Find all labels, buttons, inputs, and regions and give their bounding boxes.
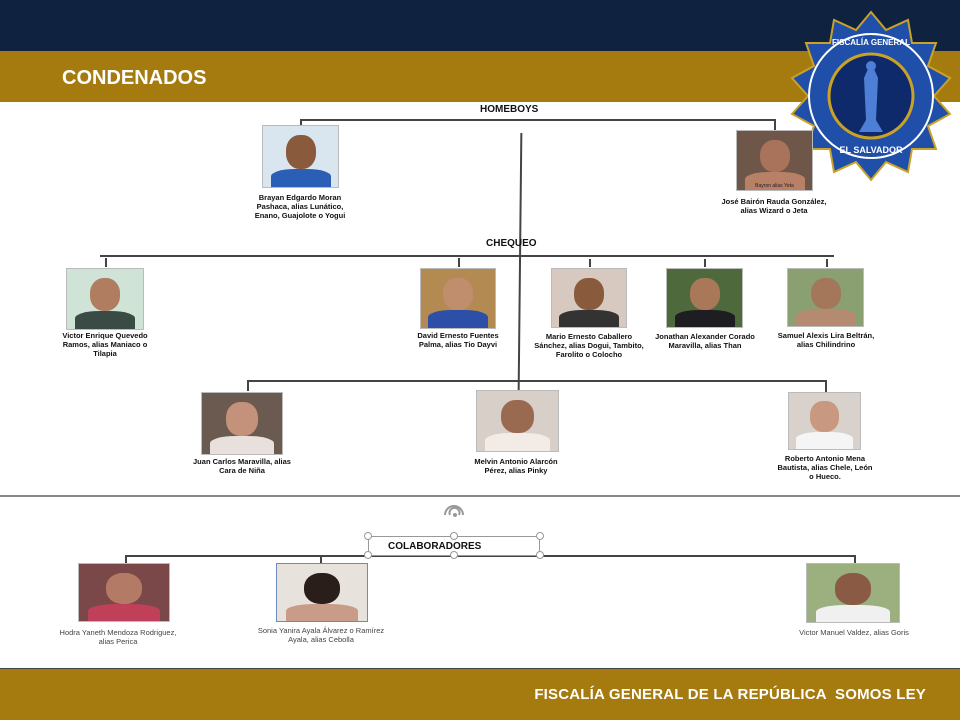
- person-name: Jonathan Alexander Corado Maravilla, ali…: [655, 332, 755, 350]
- section-divider: [0, 495, 960, 497]
- person-name: Roberto Antonio Mena Bautista, alias Che…: [777, 454, 873, 481]
- resize-handle[interactable]: [364, 532, 372, 540]
- connector: [247, 380, 249, 391]
- connector: [589, 259, 591, 267]
- group-colaboradores-label: COLABORADORES: [388, 541, 482, 552]
- connector: [105, 258, 107, 267]
- person-photo: [262, 125, 339, 188]
- person-photo: [788, 392, 861, 450]
- person-name: José Bairón Rauda González, alias Wizard…: [721, 197, 827, 215]
- resize-handle[interactable]: [450, 551, 458, 559]
- fiscalia-seal-logo: FISCALÍA GENERAL EL SALVADOR: [790, 10, 952, 182]
- connector: [300, 119, 302, 126]
- connector: [704, 259, 706, 267]
- person-photo: [476, 390, 559, 452]
- person-photo: [276, 563, 368, 622]
- group-homeboys-label: HOMEBOYS: [480, 104, 539, 115]
- connector: [826, 259, 828, 267]
- resize-handle[interactable]: [450, 532, 458, 540]
- person-name: Brayan Edgardo Moran Pashaca, alias Luná…: [254, 193, 346, 220]
- connector: [825, 380, 827, 392]
- connector: [247, 380, 826, 382]
- person-name: Melvin Antonio Alarcón Pérez, alias Pink…: [474, 457, 558, 475]
- connector: [458, 258, 460, 267]
- connector-icon: [444, 505, 464, 517]
- person-photo: [551, 268, 627, 328]
- person-name: Victor Enrique Quevedo Ramos, alias Mani…: [62, 331, 148, 358]
- person-name: Sonia Yanira Ayala Álvarez o Ramírez Aya…: [257, 626, 385, 644]
- group-chequeo-label: CHEQUEO: [486, 238, 537, 249]
- person-photo: [666, 268, 743, 328]
- footer-text: FISCALÍA GENERAL DE LA REPÚBLICA SOMOS L…: [534, 686, 926, 703]
- person-name: Samuel Alexis Lira Beltrán, alias Chilin…: [777, 331, 875, 349]
- connector: [854, 555, 856, 563]
- page-title: CONDENADOS: [62, 67, 207, 89]
- svg-text:FISCALÍA GENERAL: FISCALÍA GENERAL: [832, 38, 910, 47]
- footer-bar: [0, 668, 960, 720]
- connector: [320, 555, 322, 563]
- person-name: Mario Ernesto Caballero Sánchez, alias D…: [534, 332, 644, 359]
- person-photo: [787, 268, 864, 327]
- top-bar: [0, 0, 960, 51]
- connector: [517, 132, 522, 392]
- person-name: Hodra Yaneth Mendoza Rodriguez, alias Pe…: [59, 628, 177, 646]
- resize-handle[interactable]: [364, 551, 372, 559]
- photo-caption: Bayron alias Yeta: [755, 183, 794, 189]
- person-name: David Ernesto Fuentes Palma, alias Tio D…: [417, 331, 499, 349]
- connector: [300, 119, 776, 121]
- person-photo: [420, 268, 496, 329]
- person-photo: [806, 563, 900, 623]
- person-name: Juan Carlos Maravilla, alias Cara de Niñ…: [193, 457, 291, 475]
- connector: [774, 119, 776, 130]
- person-name: Victor Manuel Valdez, alias Goris: [799, 628, 909, 637]
- resize-handle[interactable]: [536, 532, 544, 540]
- person-photo: [66, 268, 144, 330]
- person-photo: [78, 563, 170, 622]
- connector: [100, 255, 834, 257]
- connector: [125, 555, 127, 563]
- resize-handle[interactable]: [536, 551, 544, 559]
- person-photo: Bayron alias Yeta: [736, 130, 813, 191]
- svg-text:EL SALVADOR: EL SALVADOR: [839, 145, 903, 155]
- person-photo: [201, 392, 283, 455]
